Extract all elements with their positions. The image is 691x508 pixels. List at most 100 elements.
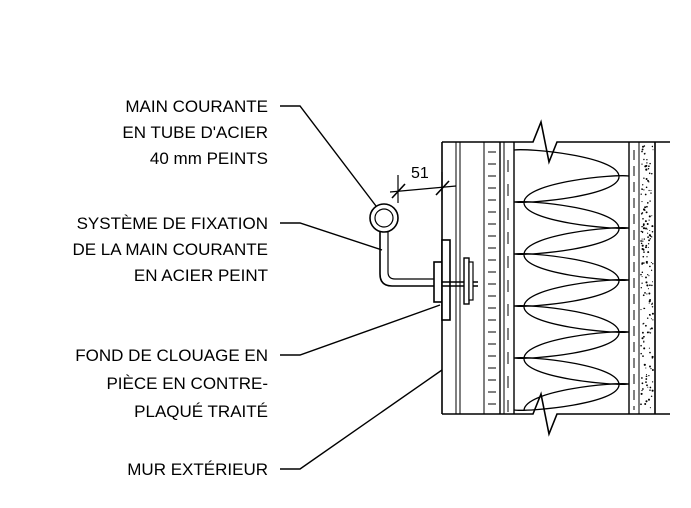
stipple-dot [645,375,648,378]
stipple-dot [646,162,648,164]
stipple-dot [649,284,651,287]
furring-ticks [488,151,496,405]
stipple-dot [640,344,642,347]
stipple-dot [648,302,650,304]
stipple-dot [641,382,644,385]
stipple-dot [647,232,649,234]
stipple-dot [651,284,653,287]
stipple-dot [649,229,651,232]
stipple-dot [642,227,646,230]
stipple-dot [648,292,651,295]
handrail-bracket-arm-inner [387,232,434,280]
stipple-dot [651,381,654,383]
stipple-dot [643,347,646,350]
stipple-dot [642,294,645,297]
clearance-dimension-value: 51 [411,165,429,182]
stipple-dot [649,351,651,354]
stipple-dot [650,318,652,320]
stipple-dot [645,378,648,380]
stipple-dot [641,276,643,278]
stipple-dot [648,275,650,277]
stipple-dot [640,352,642,355]
stipple-dot [642,255,645,258]
label-wall: MUR EXTÉRIEUR [127,460,268,479]
clearance-dimension [389,172,457,203]
stipple-dot [642,388,644,390]
stipple-dot [647,236,649,238]
stipple-dot [644,220,647,223]
stipple-dot [646,205,648,208]
stipple-dot [642,323,644,325]
dimension-line [389,185,457,193]
stipple-dot [646,202,649,204]
stipple-dot [643,145,646,147]
stipple-dot [640,242,643,245]
stipple-dot [645,367,647,369]
stipple-dot [650,192,652,194]
stipple-dot [649,328,652,330]
stipple-dot [641,238,643,240]
stipple-dot [641,282,643,284]
stipple-dot [649,365,651,368]
stipple-dot [652,149,654,151]
stipple-dot [641,377,643,379]
stipple-dot [643,177,645,179]
label-line: 40 mm PEINTS [150,149,268,168]
stipple-dot [645,400,648,403]
stipple-dot [640,230,643,233]
stipple-dot [651,236,653,238]
stipple-dot [651,225,654,228]
stipple-dot [647,398,651,401]
stipple-dot [644,193,647,196]
stipple-dot [646,384,648,387]
stipple-dot [651,312,654,315]
stipple-dot [648,314,651,316]
handrail-tube [369,203,399,233]
stipple-dot [647,288,649,290]
stipple-dot [640,309,642,311]
stipple-dot [641,225,643,228]
stipple-dot [641,148,644,151]
stipple-dot [651,306,654,308]
stipple-dot [642,145,644,148]
top-break-line [442,119,670,165]
stipple-dot [652,263,654,265]
stipple-dot [645,381,647,383]
label-line: MAIN COURANTE [125,97,268,116]
stipple-dot [645,373,648,376]
stipple-dot [641,231,644,233]
stipple-dot [645,244,648,247]
stipple-dot [652,319,654,321]
stipple-dot [642,223,645,226]
label-line: FOND DE CLOUAGE EN [75,346,268,365]
stipple-dot [644,206,647,209]
handrail-assembly [369,203,478,321]
stipple-dot [649,298,652,301]
stipple-dot [651,215,653,217]
stipple-dot [640,392,643,395]
stipple-dot [641,263,643,265]
stipple-dot [643,307,645,310]
stipple-dot [640,403,642,406]
stipple-dot [645,164,648,167]
stipple-dot [650,368,652,370]
stipple-dot [641,188,643,190]
stipple-dot [649,407,651,409]
bracket-mounting-plate [433,261,443,303]
stipple-dot [650,269,653,271]
stipple-dot [646,159,648,161]
fastener-washer [468,261,474,301]
stipple-dot [651,231,654,233]
stipple-dot [648,165,650,167]
stipple-dot [645,246,647,249]
stipple-dot [642,224,645,227]
stipple-dot [651,369,654,371]
stipple-dot [645,281,648,284]
stipple-dot [641,331,644,334]
stipple-dot [648,331,650,333]
stipple-dot [648,189,650,192]
label-line: SYSTÈME DE FIXATION [77,214,268,233]
stipple-dot [645,227,647,230]
stipple-dot [643,251,645,253]
stipple-dot [645,178,648,180]
